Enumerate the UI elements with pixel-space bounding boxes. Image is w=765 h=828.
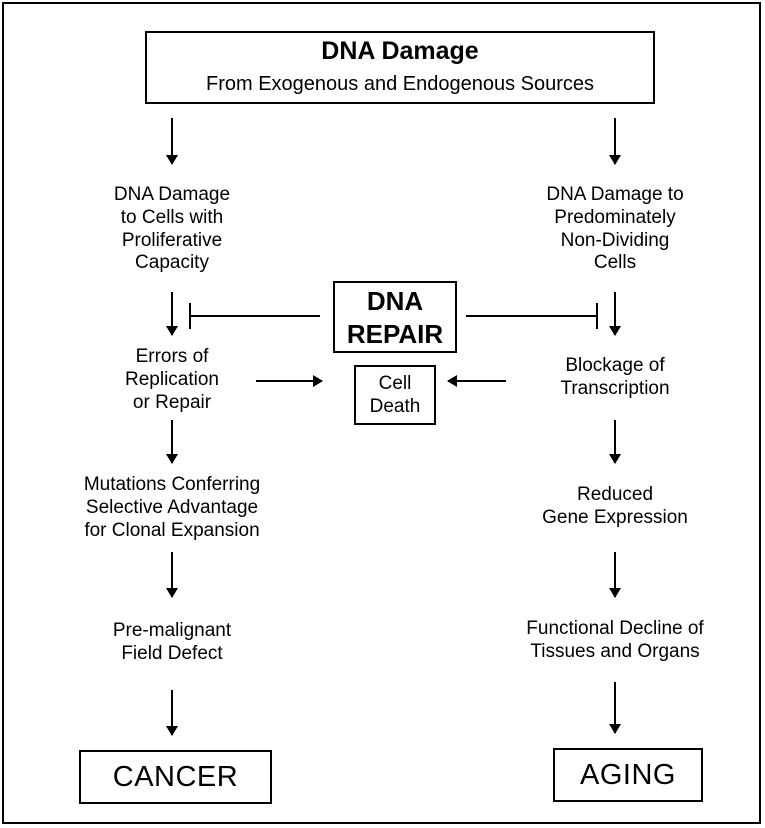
dna-repair-label: DNA REPAIR bbox=[346, 286, 444, 349]
right-step-reduced-expression: Reduced Gene Expression bbox=[542, 484, 688, 528]
right-step-functional-decline: Functional Decline of Tissues and Organs bbox=[526, 618, 704, 662]
left-step-mutations: Mutations Conferring Selective Advantage… bbox=[83, 474, 261, 541]
dna-damage-source-box: DNA Damage From Exogenous and Endogenous… bbox=[145, 31, 655, 104]
left-step-field-defect: Pre-malignant Field Defect bbox=[112, 620, 232, 664]
cell-death-box: Cell Death bbox=[354, 365, 436, 425]
top-box-subtitle: From Exogenous and Endogenous Sources bbox=[205, 73, 595, 95]
cancer-outcome-box: CANCER bbox=[79, 750, 272, 804]
cancer-label: CANCER bbox=[112, 761, 239, 793]
left-step-proliferative-damage: DNA Damage to Cells with Proliferative C… bbox=[113, 184, 231, 274]
right-step-transcription-blockage: Blockage of Transcription bbox=[560, 355, 670, 399]
right-step-nondividing-damage: DNA Damage to Predominately Non-Dividing… bbox=[546, 184, 684, 274]
dna-repair-box: DNA REPAIR bbox=[333, 281, 457, 353]
cell-death-label: Cell Death bbox=[369, 373, 421, 417]
aging-outcome-box: AGING bbox=[553, 748, 703, 802]
left-step-replication-errors: Errors of Replication or Repair bbox=[125, 346, 219, 413]
top-box-title: DNA Damage bbox=[321, 37, 479, 65]
aging-label: AGING bbox=[580, 759, 676, 791]
